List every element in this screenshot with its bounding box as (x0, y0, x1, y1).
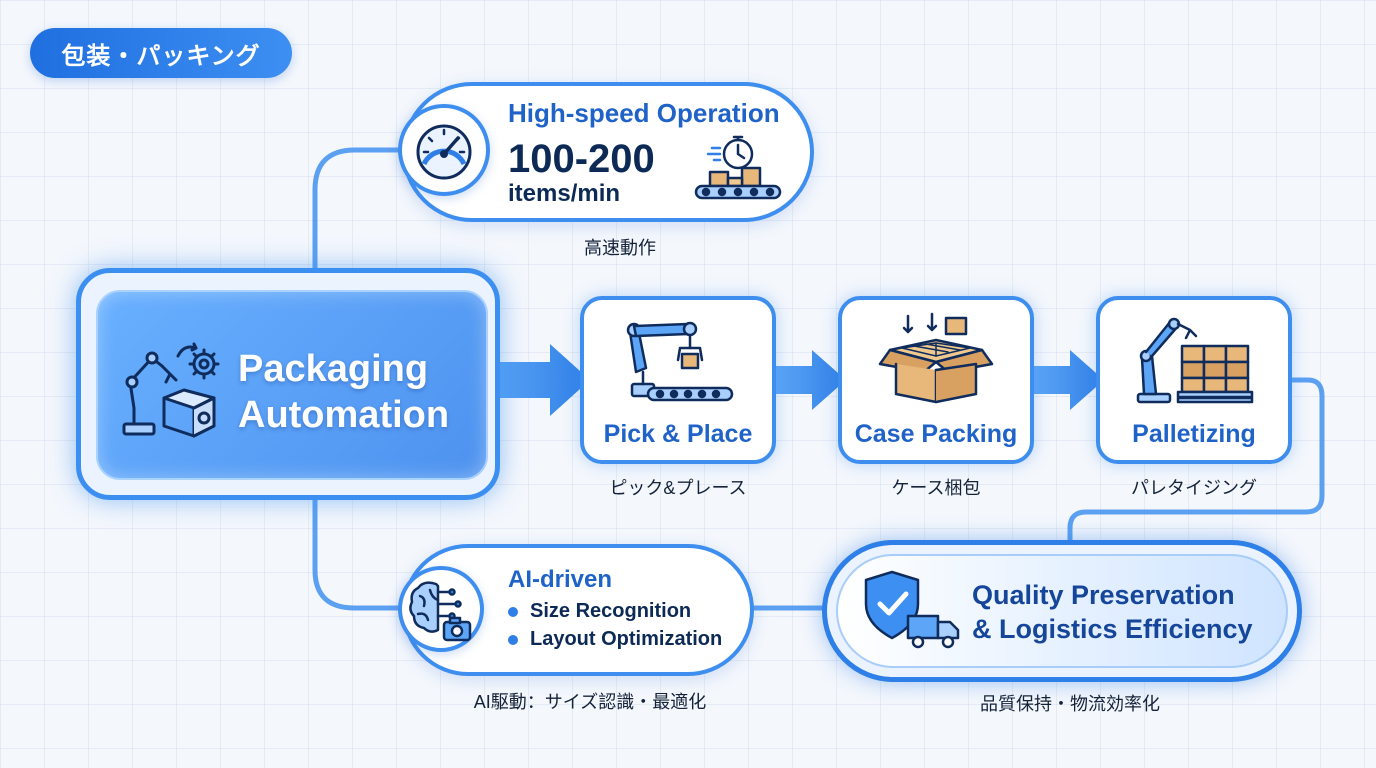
step-label-pick-and-place: Pick & Place (603, 420, 753, 448)
speed-value: 100-200 (508, 137, 655, 181)
ai-title: AI-driven (508, 566, 613, 593)
main-title-line1: Packaging (238, 348, 429, 390)
bullet-dot (508, 606, 518, 617)
brain-camera-icon (409, 581, 472, 642)
step-caption-case-packing: ケース梱包 (891, 478, 981, 498)
speed-caption: 高速動作 (584, 238, 656, 258)
connector-to-ai (312, 493, 405, 611)
category-tag: 包装・パッキング (30, 28, 292, 78)
quality-title-line2: & Logistics Efficiency (972, 614, 1253, 644)
robot-arm-box-gear-icon (122, 342, 220, 438)
connector-palletizing-to-quality (1067, 377, 1325, 543)
speed-unit: items/min (508, 180, 621, 207)
palletizing-robot-icon (1136, 317, 1254, 404)
ai-bullet-text: Layout Optimization (530, 628, 723, 650)
open-box-icon (878, 312, 994, 404)
connector-to-speed (312, 147, 405, 275)
step-caption-palletizing: パレタイジング (1131, 478, 1257, 498)
step-label-case-packing: Case Packing (854, 420, 1018, 448)
main-title-line2: Automation (238, 394, 450, 436)
step-label-palletizing: Palletizing (1132, 420, 1256, 448)
stopwatch-conveyor-icon (694, 135, 782, 200)
ai-caption: AI駆動：サイズ認識・最適化 (473, 692, 707, 712)
quality-caption: 品質保持・物流効率化 (980, 694, 1160, 714)
ai-bullet-layout-optimization: Layout Optimization (508, 628, 722, 651)
flow-arrows (486, 344, 1104, 416)
robot-arm-pick-icon (626, 321, 734, 402)
quality-title: Quality Preservation & Logistics Efficie… (972, 578, 1282, 646)
ai-bullet-size-recognition: Size Recognition (508, 600, 691, 623)
arrow-main-to-pick (486, 344, 590, 416)
shield-check-truck-icon (864, 570, 960, 649)
arrow-pick-to-case (776, 350, 846, 410)
ai-bullet-text: Size Recognition (530, 600, 692, 622)
speed-title: High-speed Operation (508, 98, 780, 128)
speedometer-icon (416, 124, 472, 180)
arrow-case-to-pallet (1034, 350, 1104, 410)
main-node-title: Packaging Automation (238, 346, 488, 438)
step-case-packing (838, 296, 1034, 464)
main-node (96, 290, 488, 480)
quality-title-line1: Quality Preservation (972, 580, 1235, 610)
step-caption-pick-and-place: ピック&プレース (609, 478, 747, 498)
bullet-dot (508, 634, 518, 645)
